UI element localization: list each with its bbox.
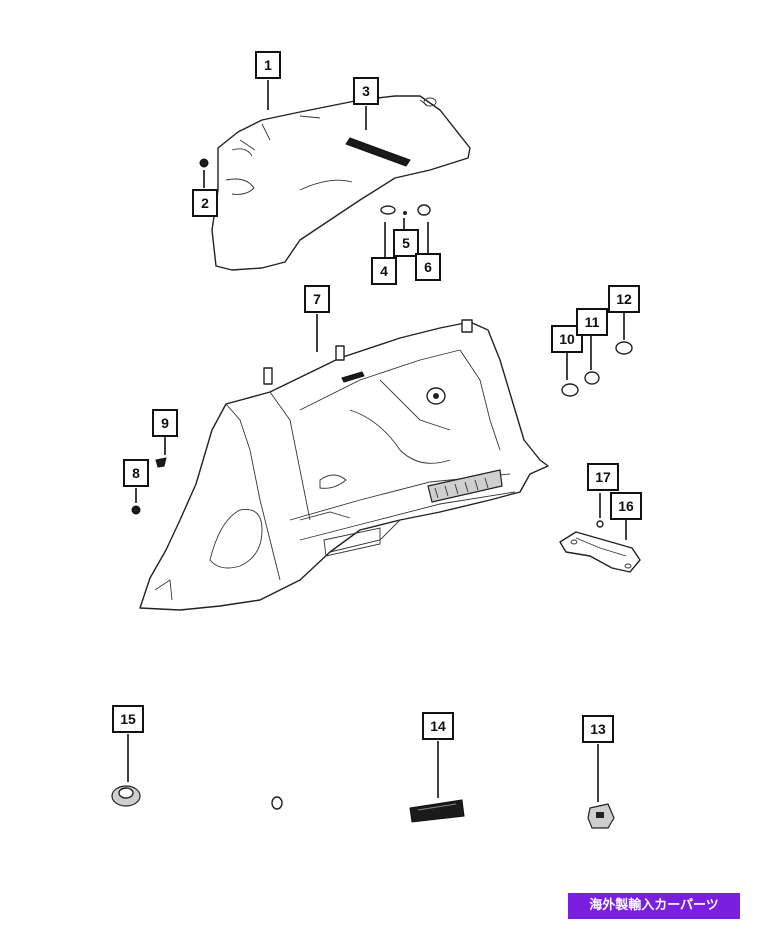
fasteners-10-11-12 (561, 341, 633, 397)
bracket-16-17 (559, 520, 641, 573)
svg-text:6: 6 (424, 259, 432, 275)
callout-12: 12 (608, 285, 640, 313)
svg-text:7: 7 (313, 291, 321, 307)
fasteners-4-5-6 (380, 204, 431, 216)
quarter-trim-panel (139, 319, 549, 611)
svg-text:17: 17 (595, 469, 611, 485)
callout-9: 9 (152, 409, 178, 437)
clip-2 (199, 158, 209, 168)
callout-11: 11 (576, 308, 608, 336)
part-13-bumper (587, 803, 615, 829)
clip-9 (155, 457, 167, 468)
callout-4: 4 (371, 257, 397, 285)
svg-text:2: 2 (201, 195, 209, 211)
svg-text:10: 10 (559, 331, 575, 347)
svg-text:15: 15 (120, 711, 136, 727)
svg-text:1: 1 (264, 57, 272, 73)
callout-16: 16 (610, 492, 642, 520)
callout-8: 8 (123, 459, 149, 487)
svg-text:12: 12 (616, 291, 632, 307)
pad-strip (345, 137, 411, 167)
svg-text:14: 14 (430, 718, 446, 734)
callout-13: 13 (582, 715, 614, 743)
clip-8 (131, 505, 141, 515)
leader-lines (127, 80, 627, 802)
shop-banner: 海外製輸入カーパーツ (568, 893, 740, 919)
callout-14: 14 (422, 712, 454, 740)
loose-clip (271, 796, 283, 810)
callout-1: 1 (255, 51, 281, 79)
svg-text:4: 4 (380, 263, 388, 279)
svg-text:3: 3 (362, 83, 370, 99)
callout-6: 6 (415, 253, 441, 281)
upper-trim-panel (211, 95, 471, 271)
callout-7: 7 (304, 285, 330, 313)
part-15-grommet (111, 785, 141, 807)
svg-text:9: 9 (161, 415, 169, 431)
svg-text:8: 8 (132, 465, 140, 481)
svg-text:5: 5 (402, 235, 410, 251)
callout-15: 15 (112, 705, 144, 733)
callout-5: 5 (393, 229, 419, 257)
callout-2: 2 (192, 189, 218, 217)
callout-3: 3 (353, 77, 379, 105)
svg-text:13: 13 (590, 721, 606, 737)
callout-17: 17 (587, 463, 619, 491)
part-14-insulator (409, 799, 465, 823)
svg-text:16: 16 (618, 498, 634, 514)
svg-text:11: 11 (585, 314, 600, 330)
